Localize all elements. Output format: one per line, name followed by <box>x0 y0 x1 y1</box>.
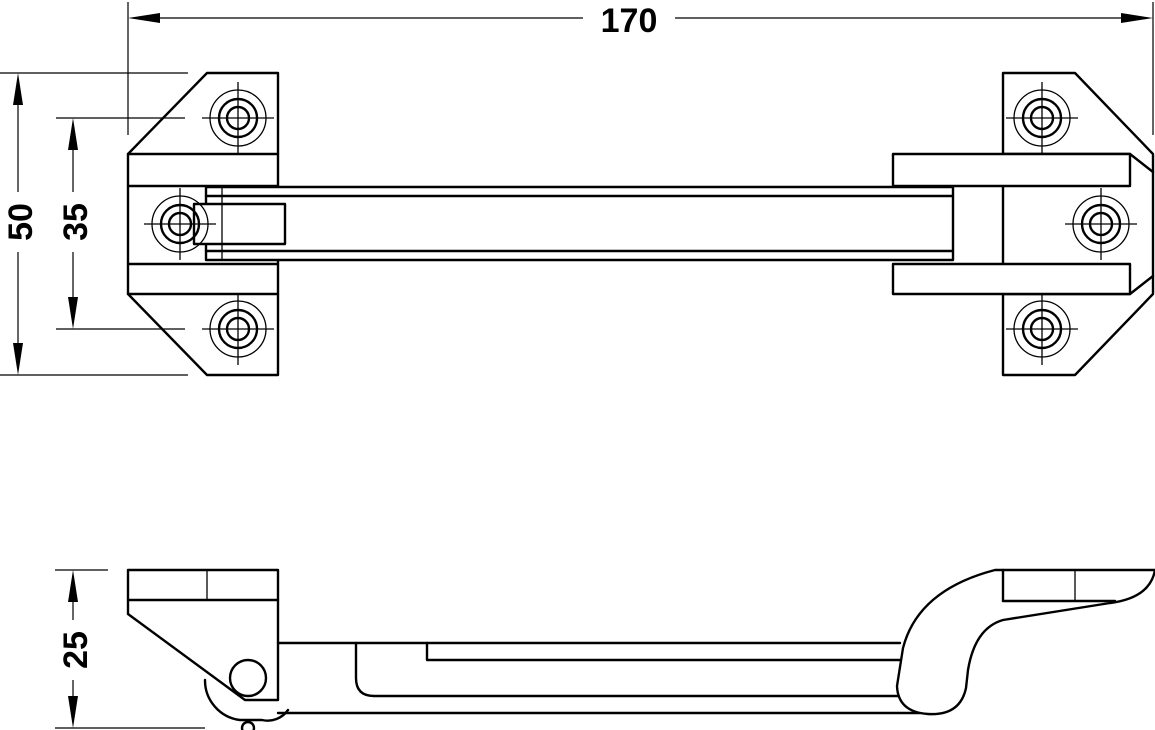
side-arm <box>276 641 922 715</box>
screw-hole <box>1006 82 1078 154</box>
guard-arm <box>192 185 955 262</box>
screw-hole <box>202 82 274 154</box>
screw-hole <box>202 293 274 365</box>
right-bracket-jaws <box>891 152 1155 296</box>
screw-hole <box>1006 293 1078 365</box>
side-view <box>126 568 1155 730</box>
dimension-overall-length: 170 <box>127 2 1154 135</box>
screw-hole <box>1065 188 1137 260</box>
dimension-label: 35 <box>57 203 95 241</box>
screw-hole <box>144 188 216 260</box>
side-right-hook <box>895 568 1155 716</box>
dimension-label: 25 <box>57 631 95 669</box>
dimension-label: 50 <box>2 203 40 241</box>
dimension-overall-height: 50 <box>0 72 188 376</box>
dimension-label: 170 <box>601 2 658 40</box>
dimension-hole-spacing: 35 <box>56 117 185 330</box>
top-view <box>126 71 1155 377</box>
side-left-bracket <box>126 568 290 730</box>
dimension-depth: 25 <box>55 569 205 729</box>
